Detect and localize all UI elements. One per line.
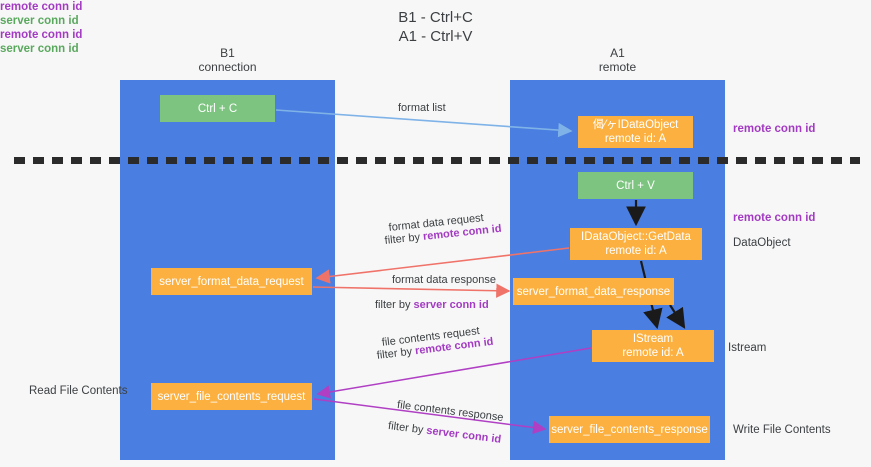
swimlane-b1-name: B1 [220,46,235,60]
node-idataobject-sublabel: remote id: A [604,133,667,145]
node-idataobject-label: 偈⁄ヶIDataObject [592,119,679,131]
annotation-left-server-conn-id-2: server conn id [0,43,79,55]
arrow-format-list [275,109,573,138]
diagram-title: B1 - Ctrl+C A1 - Ctrl+V [0,8,871,46]
annotation-left-server-conn-id: server conn id [0,15,79,27]
swimlane-a1-title: A1 remote [510,46,725,74]
node-istream-sublabel: remote id: A [622,347,684,359]
annotation-right-remote-conn-id-mid: remote conn id [733,212,816,224]
node-idataobject[interactable]: 偈⁄ヶIDataObject remote id: A [578,116,693,148]
annotation-left-remote-conn-id: remote conn id [0,1,83,13]
node-server-file-contents-response-label: server_file_contents_response [551,423,708,436]
node-ctrl-v[interactable]: Ctrl + V [578,172,693,199]
arrow-file-contents-request [316,347,592,399]
node-ctrl-v-label: Ctrl + V [616,179,655,192]
annotation-left-conn-ids: remote conn id server conn id [0,0,871,28]
node-server-file-contents-response[interactable]: server_file_contents_response [549,416,710,443]
node-idataobject-getdata[interactable]: IDataObject::GetData remote id: A [570,228,702,260]
node-idataobject-getdata-label: IDataObject::GetData [581,231,691,243]
node-server-file-contents-request-label: server_file_contents_request [157,390,306,403]
node-istream-label: IStream [632,333,674,345]
swimlane-a1-name: A1 [610,46,625,60]
diagram-title-line-1: B1 - Ctrl+C [398,9,473,26]
arrow-response-to-istream [666,304,686,329]
filter-prefix: filter by [375,299,414,311]
diagram-title-line-2: A1 - Ctrl+V [398,28,473,45]
node-ctrl-c[interactable]: Ctrl + C [160,95,275,122]
annotation-left-remote-conn-id-2: remote conn id [0,29,83,41]
arrow-format-data-response [312,283,511,298]
annotation-right-write-file-contents: Write File Contents [733,424,831,436]
annotation-left-read-file-contents: Read File Contents [29,385,128,397]
swimlane-a1-role: remote [598,60,637,74]
node-server-format-data-request-label: server_format_data_request [159,275,304,288]
arrow-format-data-request [315,247,570,284]
annotation-right-dataobject: DataObject [733,237,791,249]
swimlane-b1-role: connection [198,60,257,74]
phase-separator [14,157,860,164]
filter-prefix: filter by [384,230,424,247]
node-ctrl-c-label: Ctrl + C [197,102,238,115]
node-istream[interactable]: IStream remote id: A [592,330,714,362]
annotation-right-remote-conn-id-top: remote conn id [733,123,816,135]
node-server-file-contents-request[interactable]: server_file_contents_request [151,383,312,410]
annotation-left-conn-ids-2: remote conn id server conn id [0,28,871,56]
node-server-format-data-request[interactable]: server_format_data_request [151,268,312,295]
node-server-format-data-response[interactable]: server_format_data_response [513,278,674,305]
node-idataobject-getdata-sublabel: remote id: A [605,245,667,257]
annotation-right-istream: Istream [728,342,767,354]
edge-label-format-data-response-filter: filter by server conn id [375,298,489,312]
edge-label-format-list: format list [398,102,446,114]
swimlane-b1-title: B1 connection [120,46,335,74]
node-server-format-data-response-label: server_format_data_response [516,285,671,298]
edge-label-format-data-response: format data response [392,274,496,286]
arrow-file-contents-response [313,398,547,435]
filter-key-server-conn-id: server conn id [413,299,489,311]
